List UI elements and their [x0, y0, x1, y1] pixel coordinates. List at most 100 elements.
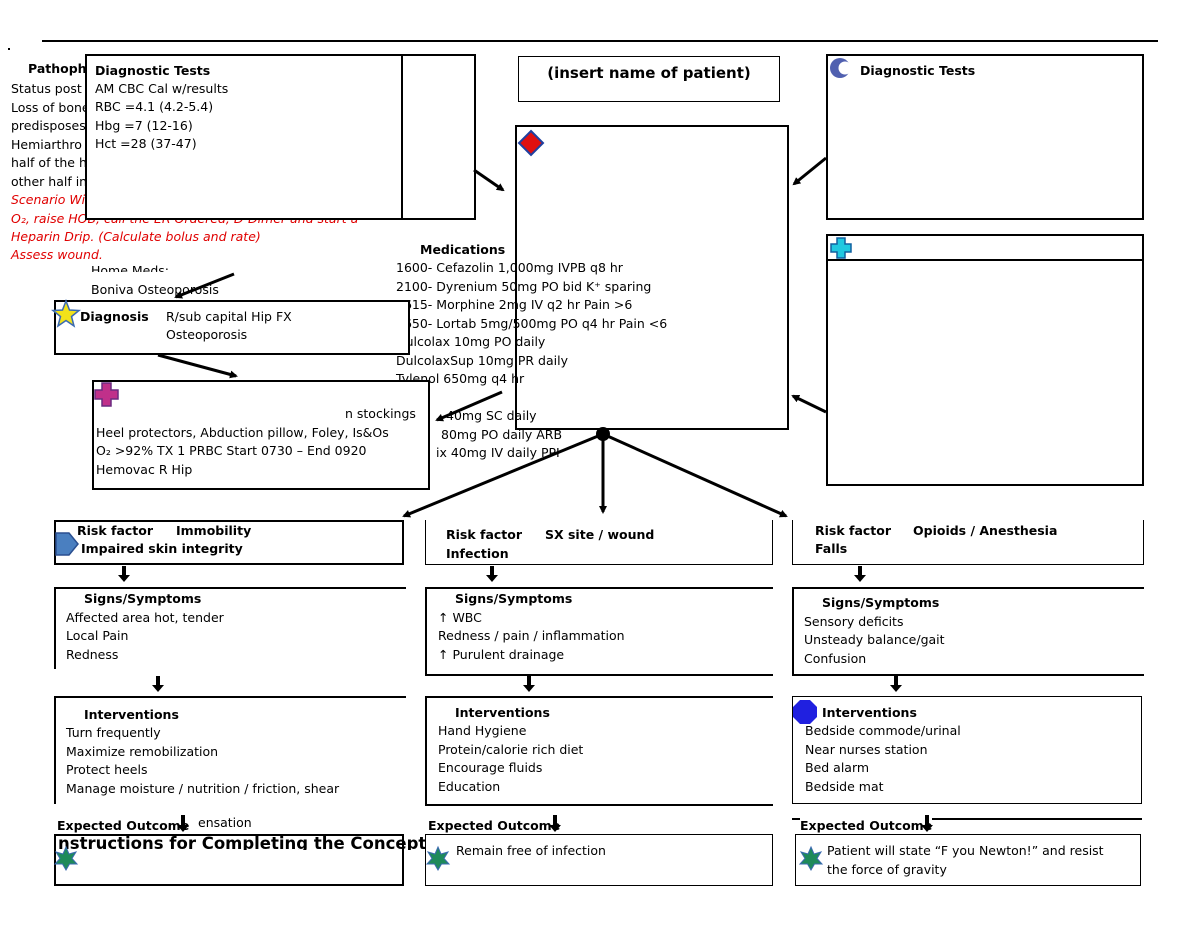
- risk-value: Opioids / Anesthesia: [913, 523, 1058, 538]
- diagnostic-tests-left-inner-rule: [401, 54, 403, 220]
- home-meds-header: Home Meds:: [91, 263, 170, 272]
- medication-item: 0650- Lortab 5mg/500mg PO q4 hr Pain <6: [396, 316, 668, 331]
- interventions-box-1-side: [54, 696, 56, 804]
- right-cyan-box-divider: [826, 259, 1144, 261]
- sign-item: ↑ WBC: [438, 610, 482, 625]
- medication-item: Dulcolax 10mg PO daily: [396, 334, 546, 349]
- arrow-icon: [152, 676, 164, 692]
- intervention-item: Protect heels: [66, 762, 148, 777]
- right-cyan-box: [826, 234, 1144, 486]
- signs-box-3-side: [792, 587, 794, 675]
- arrow-icon: [177, 815, 189, 832]
- outcome-text: Patient will state “F you Newton!” and r…: [827, 843, 1104, 858]
- signs-title: Signs/Symptoms: [455, 591, 573, 606]
- signs-box-1: [54, 587, 406, 589]
- signs-box-3-bottom: [792, 674, 1144, 676]
- arrow-icon: [174, 272, 235, 299]
- medication-item: 1600- Cefazolin 1,000mg IVPB q8 hr: [396, 260, 623, 275]
- problem-label: Falls: [815, 541, 848, 556]
- patient-name[interactable]: (insert name of patient): [547, 64, 751, 82]
- medication-item: 40mg SC daily: [446, 408, 537, 423]
- patient-name-box: [518, 56, 780, 102]
- patho-line: Status post: [11, 81, 82, 96]
- green-star-icon: [425, 845, 451, 871]
- arrow-icon: [890, 676, 902, 692]
- medication-item: 2100- Dyrenium 50mg PO bid K⁺ sparing: [396, 279, 652, 294]
- intervention-item: Manage moisture / nutrition / friction, …: [66, 781, 340, 796]
- blue-octagon-icon: [793, 700, 817, 724]
- sign-item: Confusion: [804, 651, 867, 666]
- signs-title: Signs/Symptoms: [822, 595, 940, 610]
- treatment-line: O₂ >92% TX 1 PRBC Start 0730 – End 0920: [96, 443, 367, 458]
- intervention-item: Maximize remobilization: [66, 744, 219, 759]
- scenario-line: Heparin Drip. (Calculate bolus and rate): [11, 229, 261, 244]
- cyan-plus-icon: [830, 237, 852, 259]
- outcome-title: Expected Outcome: [800, 817, 933, 836]
- sign-item: Unsteady balance/gait: [804, 632, 945, 647]
- outcome-text: the force of gravity: [827, 862, 947, 877]
- signs-box-2-side: [425, 587, 427, 675]
- signs-box-2: [425, 587, 773, 589]
- arrow-icon: [791, 394, 827, 414]
- treatment-line: Hemovac R Hip: [96, 462, 193, 477]
- diagnostic-line: Hct =28 (37-47): [95, 136, 197, 151]
- medication-item: DulcolaxSup 10mg PR daily: [396, 353, 568, 368]
- magenta-plus-icon: [94, 382, 119, 407]
- outcome-rule-3: [792, 818, 1142, 820]
- signs-box-1-side: [54, 587, 56, 669]
- diagnosis-line: R/sub capital Hip FX: [166, 309, 292, 324]
- red-diamond-icon: [517, 129, 545, 157]
- arrow-icon: [792, 156, 827, 186]
- outcome-text: Remain free of infection: [456, 843, 606, 858]
- intervention-item: Encourage fluids: [438, 760, 543, 775]
- diagnosis-line: Osteoporosis: [166, 327, 248, 342]
- signs-title: Signs/Symptoms: [84, 591, 202, 606]
- intervention-item: Bedside mat: [805, 779, 884, 794]
- arrow-icon: [523, 676, 535, 692]
- arrow-icon: [118, 566, 130, 582]
- arrow-icon: [921, 815, 933, 832]
- instructions-title: nstructions for Completing the Concept M: [58, 834, 449, 850]
- risk-box-2: [425, 520, 773, 565]
- medication-item: 80mg PO daily ARB: [441, 427, 563, 442]
- outcome-title: Expected Outcome: [428, 818, 561, 833]
- interventions-title: Interventions: [455, 705, 550, 720]
- interventions-title: Interventions: [822, 705, 917, 720]
- outcome-title: Expected Outcome: [57, 818, 190, 833]
- risk-box-3: [792, 520, 1144, 565]
- dot-mark: [8, 48, 10, 50]
- intervention-item: Hand Hygiene: [438, 723, 527, 738]
- patho-line: half of the h: [11, 155, 87, 170]
- intervention-item: Near nurses station: [805, 742, 928, 757]
- risk-value: Immobility: [176, 523, 252, 538]
- blue-pentagon-icon: [55, 532, 79, 556]
- medications-title: Medications: [420, 242, 506, 257]
- intervention-item: Turn frequently: [66, 725, 161, 740]
- sign-item: Redness: [66, 647, 119, 662]
- diagnosis-box: [54, 300, 410, 355]
- diagnostic-tests-left-box: [85, 54, 476, 220]
- sign-item: ↑ Purulent drainage: [438, 647, 565, 662]
- sign-item: Local Pain: [66, 628, 129, 643]
- scenario-line: Scenario Wi: [11, 192, 86, 207]
- patho-line: Hemiarthro: [11, 137, 82, 152]
- signs-box-2-bottom: [425, 674, 773, 676]
- diagnostic-line: RBC =4.1 (4.2-5.4): [95, 99, 214, 114]
- outcome-extra: ensation: [198, 815, 252, 830]
- outcome-box-3: [795, 834, 1141, 886]
- patho-title: Pathophy: [28, 61, 95, 76]
- green-star-icon: [53, 845, 79, 871]
- sign-item: Sensory deficits: [804, 614, 904, 629]
- hub-dot: [596, 427, 610, 441]
- medication-item: ix 40mg IV daily PPI: [436, 445, 560, 460]
- arrow-icon: [549, 815, 561, 832]
- diagnostic-line: AM CBC Cal w/results: [95, 81, 229, 96]
- risk-box-1: [54, 520, 404, 565]
- signs-box-3: [792, 587, 1144, 589]
- interventions-box-2-side: [425, 696, 427, 804]
- diagnostic-tests-right-box: [826, 54, 1144, 220]
- arrow-icon: [602, 432, 788, 518]
- treatment-line: Heel protectors, Abduction pillow, Foley…: [96, 425, 389, 440]
- interventions-box-2: [425, 696, 773, 698]
